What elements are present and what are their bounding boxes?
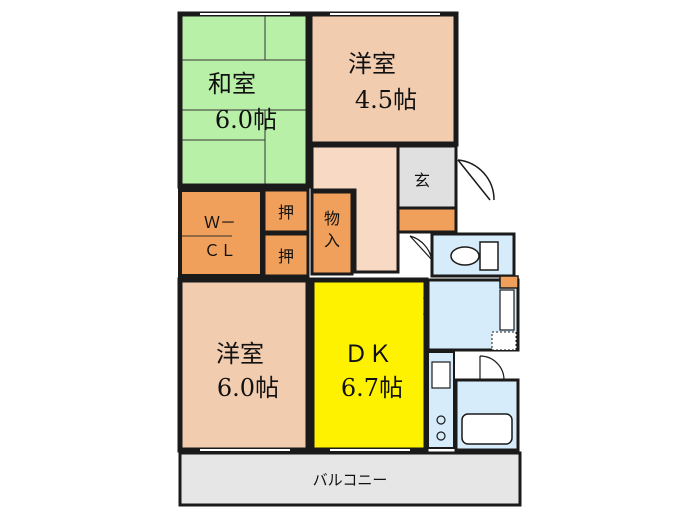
oshiire-bottom-label: 押 — [278, 247, 294, 266]
monoire — [310, 190, 354, 276]
bathtub-icon — [461, 413, 513, 445]
dk-name: ＤＫ — [344, 340, 392, 368]
storage-small — [499, 275, 519, 289]
yoshitsu-top-size: 4.5帖 — [355, 86, 417, 114]
yoshitsu-bottom-name: 洋室 — [216, 340, 264, 368]
monoire-char1: 物 — [324, 209, 340, 228]
entrance-door — [457, 159, 495, 201]
wcl-line1: Ｗ－ — [204, 213, 236, 232]
monoire-char2: 入 — [324, 231, 340, 250]
genkan — [396, 144, 458, 210]
balcony — [178, 451, 522, 507]
oshiire-top-label: 押 — [278, 203, 294, 222]
room-washitsu — [177, 11, 311, 189]
toilet-icon — [450, 246, 480, 266]
room-yoshitsu-top — [307, 11, 459, 147]
room-dk — [309, 277, 429, 453]
entrance-step — [396, 206, 458, 234]
window-marks — [200, 13, 440, 451]
balcony-label: バルコニー — [313, 471, 388, 489]
oshiire-bottom — [262, 232, 310, 278]
genkan-label: 玄 — [414, 171, 430, 190]
bathroom-door — [479, 355, 505, 381]
closet-wcl — [178, 188, 264, 278]
yoshitsu-top-name: 洋室 — [348, 50, 396, 78]
washbasin-icon — [499, 289, 515, 331]
dk-size: 6.7帖 — [341, 374, 403, 402]
toilet-door — [409, 235, 433, 263]
washer-pan-icon — [491, 331, 517, 351]
sink-icon — [431, 361, 451, 389]
washitsu-size: 6.0帖 — [215, 106, 277, 134]
oshiire-top — [262, 188, 310, 234]
stove-burner-icon-2 — [436, 431, 446, 441]
toilet-tank-icon — [479, 241, 499, 271]
stove-burner-icon-1 — [436, 415, 446, 425]
washitsu-name: 和室 — [208, 70, 256, 98]
tatami-lines — [182, 16, 306, 184]
yoshitsu-bottom-size: 6.0帖 — [217, 374, 279, 402]
room-yoshitsu-bottom — [177, 277, 311, 453]
wcl-line2: ＣＬ — [204, 241, 236, 260]
